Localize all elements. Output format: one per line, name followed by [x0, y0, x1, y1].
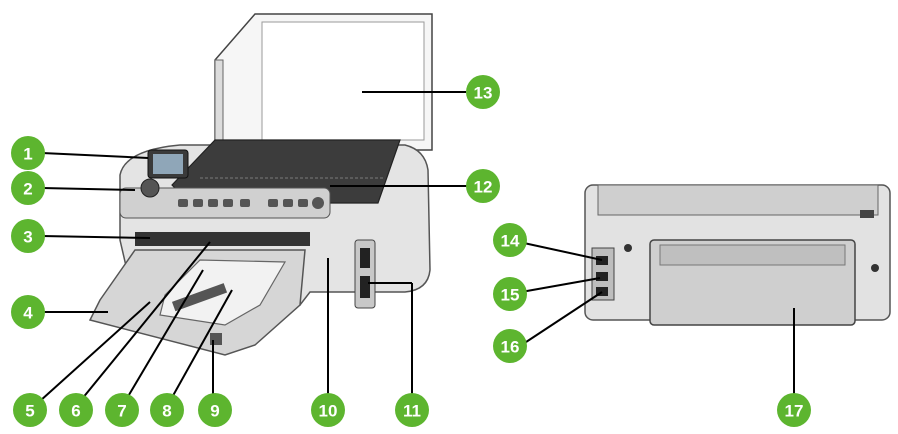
- callout-9: 9: [198, 393, 232, 427]
- callout-number: 4: [23, 304, 33, 323]
- leader-2: [41, 187, 136, 191]
- rear-screw-right: [871, 264, 879, 272]
- display-glass: [153, 154, 183, 174]
- leader-3: [41, 235, 151, 239]
- callout-number: 11: [403, 402, 421, 421]
- leader-16: [519, 291, 603, 347]
- callout-circle: [13, 393, 47, 427]
- paper-width-guide: [171, 283, 228, 312]
- callout-number: 3: [23, 228, 32, 247]
- lid-backing: [261, 21, 425, 141]
- callout-11: 11: [395, 393, 429, 427]
- tray-extender: [210, 333, 222, 345]
- callout-number: 15: [501, 286, 520, 305]
- callout-14: 14: [493, 223, 527, 257]
- callout-7: 7: [105, 393, 139, 427]
- memory-card-slot-lower: [360, 276, 370, 298]
- callout-circle: [59, 393, 93, 427]
- rear-screw-left: [624, 244, 632, 252]
- callout-10: 10: [311, 393, 345, 427]
- callout-circle: [395, 393, 429, 427]
- port-middle: [596, 272, 608, 281]
- callout-circle: [466, 169, 500, 203]
- memory-card-slot-upper: [360, 248, 370, 268]
- callout-circle: [466, 75, 500, 109]
- callout-circle: [105, 393, 139, 427]
- callout-number: 7: [117, 402, 126, 421]
- printer-rear-view: [584, 184, 891, 326]
- callout-number: 12: [474, 178, 493, 197]
- callout-circle: [493, 277, 527, 311]
- callout-12: 12: [466, 169, 500, 203]
- door-handle-recess: [659, 244, 846, 266]
- callout-number: 5: [25, 402, 34, 421]
- output-slot: [135, 232, 310, 246]
- callout-13: 13: [466, 75, 500, 109]
- callout-number: 2: [23, 180, 32, 199]
- port-upper: [596, 256, 608, 265]
- leader-6: [72, 241, 211, 411]
- callout-circle: [11, 295, 45, 329]
- callout-2: 2: [11, 171, 45, 205]
- callout-6: 6: [59, 393, 93, 427]
- callout-17: 17: [777, 393, 811, 427]
- callout-number: 16: [501, 338, 520, 357]
- leader-8: [164, 289, 233, 411]
- callout-number: 6: [71, 402, 80, 421]
- callout-circle: [11, 219, 45, 253]
- rear-latch: [860, 210, 874, 218]
- callout-circle: [311, 393, 345, 427]
- leader-7: [119, 269, 204, 411]
- leader-5: [29, 301, 151, 411]
- callout-8: 8: [150, 393, 184, 427]
- port-lower: [596, 287, 608, 296]
- callout-4: 4: [11, 295, 45, 329]
- callout-16: 16: [493, 329, 527, 363]
- callout-number: 9: [210, 402, 219, 421]
- rear-top-lip: [597, 184, 879, 216]
- callout-number: 1: [23, 145, 32, 164]
- callout-number: 17: [785, 402, 804, 421]
- callout-circle: [493, 223, 527, 257]
- callout-circle: [777, 393, 811, 427]
- callout-15: 15: [493, 277, 527, 311]
- callout-number: 14: [501, 232, 520, 251]
- callout-5: 5: [13, 393, 47, 427]
- navigation-pad: [140, 178, 160, 198]
- callout-circle: [11, 136, 45, 170]
- panel-buttons: [178, 197, 324, 209]
- leader-1: [41, 152, 149, 159]
- callout-circle: [11, 171, 45, 205]
- callout-circle: [493, 329, 527, 363]
- printer-front-view: [88, 13, 433, 356]
- callout-number: 10: [319, 402, 338, 421]
- callout-number: 13: [474, 84, 493, 103]
- callout-circle: [150, 393, 184, 427]
- callout-1: 1: [11, 136, 45, 170]
- callout-circle: [198, 393, 232, 427]
- callout-number: 8: [162, 402, 171, 421]
- callout-3: 3: [11, 219, 45, 253]
